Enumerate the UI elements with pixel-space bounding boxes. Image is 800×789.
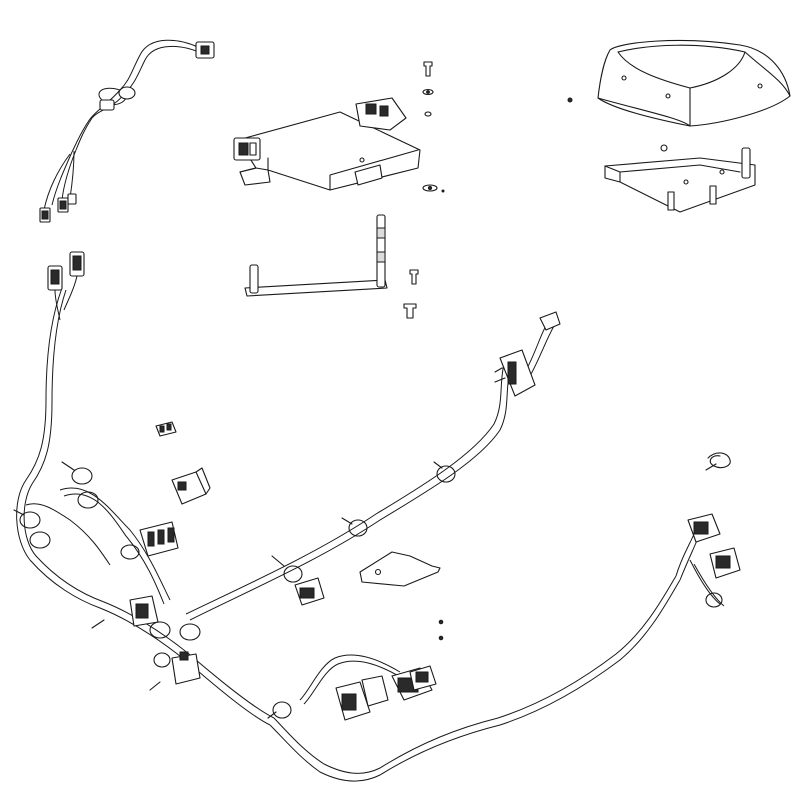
plate-screws-and-washers (422, 61, 445, 193)
accessory-harness-branch (39, 39, 215, 223)
loose-fasteners (438, 619, 444, 641)
small-bracket (359, 551, 441, 587)
main-wiring-harness (13, 251, 741, 782)
fuse (155, 421, 177, 437)
support-rod-bracket (244, 214, 419, 319)
relay (171, 467, 211, 505)
module-mounting-plate (233, 97, 421, 191)
wire-clip (705, 452, 731, 471)
cover-mounting-bracket (567, 97, 756, 213)
housing-cover (597, 39, 791, 127)
